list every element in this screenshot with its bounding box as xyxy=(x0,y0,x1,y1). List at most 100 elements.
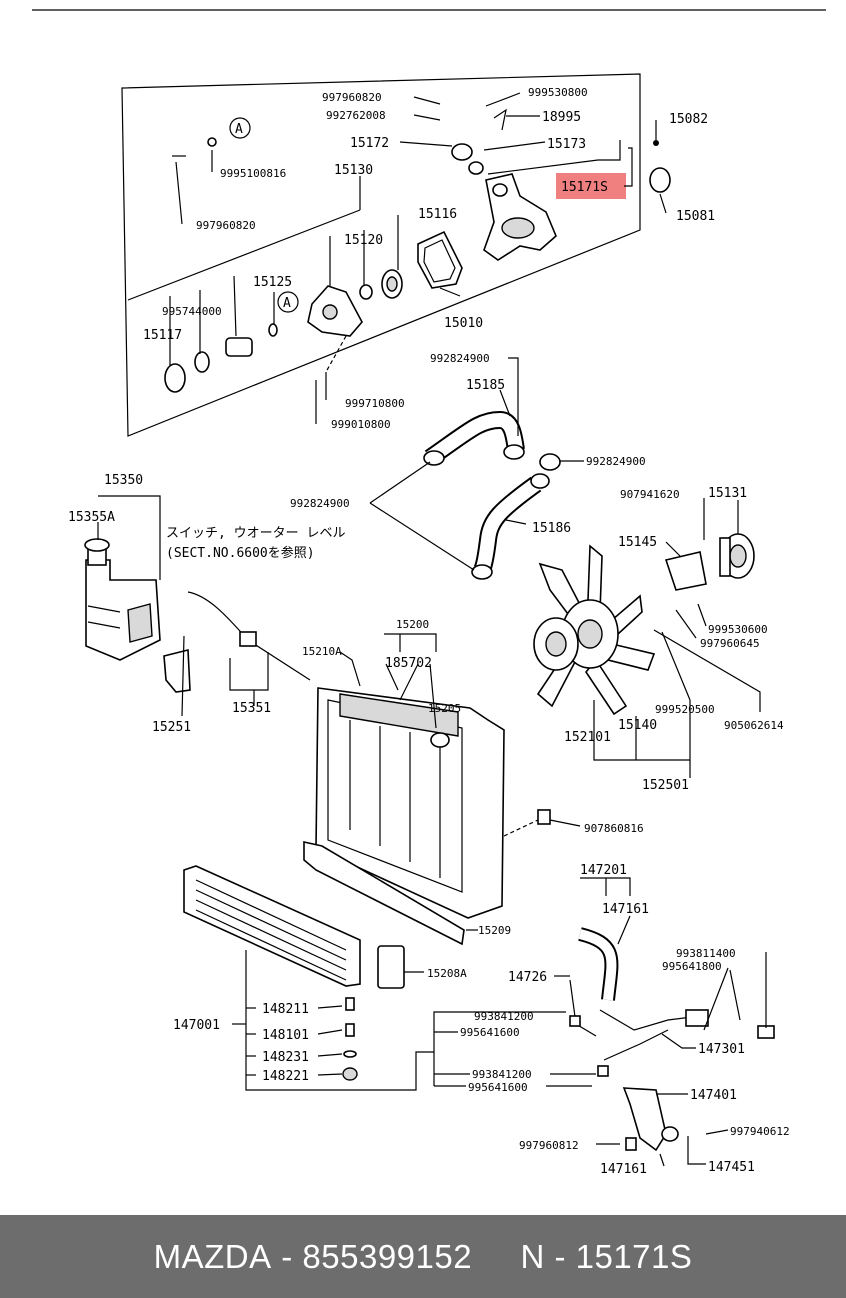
hose-leader-lines xyxy=(369,357,584,571)
pipe-leader-lines xyxy=(554,877,767,1167)
label-993841200-b: 993841200 xyxy=(472,1068,532,1081)
label-147161-a: 147161 xyxy=(602,902,649,917)
label-999520500: 999520500 xyxy=(655,703,715,716)
label-997960820-a: 997960820 xyxy=(322,91,382,104)
label-993841200-a: 993841200 xyxy=(474,1010,534,1023)
label-148211: 148211 xyxy=(262,1002,309,1017)
idler-bracket[interactable] xyxy=(664,551,707,591)
jp-note-line2: (SECT.NO.6600を参照) xyxy=(166,545,315,561)
circle-a-1-text: A xyxy=(235,122,243,137)
parts-diagram: 997960820 999530800 992762008 18995 1508… xyxy=(32,9,826,1177)
upper-leader-lines xyxy=(127,92,667,424)
label-15082: 15082 xyxy=(669,112,708,127)
label-152501: 152501 xyxy=(642,778,689,793)
reservoir-bracket[interactable] xyxy=(163,648,191,693)
reservoir-leader-lines xyxy=(97,495,269,717)
pipe-bracket[interactable] xyxy=(622,1087,679,1152)
fan-leader-lines xyxy=(593,498,761,778)
bolt-15082[interactable] xyxy=(653,140,659,146)
pump-plug[interactable] xyxy=(268,323,278,337)
radiator-cushion[interactable] xyxy=(377,945,405,989)
cooler-fittings[interactable] xyxy=(342,997,358,1081)
label-15200: 15200 xyxy=(396,618,429,631)
label-15185: 15185 xyxy=(466,378,505,393)
label-147161-b: 147161 xyxy=(600,1162,647,1177)
label-147001: 147001 xyxy=(173,1018,220,1033)
jp-note-line1: スイッチ, ウオーター レベル xyxy=(166,526,345,541)
label-147301: 147301 xyxy=(698,1042,745,1057)
label-9995100816: 9995100816 xyxy=(220,167,286,180)
gasket-15081[interactable] xyxy=(649,167,671,193)
label-992824900-b: 992824900 xyxy=(586,455,646,468)
label-999010800: 999010800 xyxy=(331,418,391,431)
water-pump-group-frame xyxy=(121,73,641,437)
label-18995: 18995 xyxy=(542,110,581,125)
label-995641800: 995641800 xyxy=(662,960,722,973)
label-15350: 15350 xyxy=(104,473,143,488)
label-15130: 15130 xyxy=(334,163,373,178)
label-997960820-b: 997960820 xyxy=(196,219,256,232)
label-15186: 15186 xyxy=(532,521,571,536)
label-15171s: 15171S xyxy=(561,180,608,195)
thermostat[interactable] xyxy=(451,143,484,175)
drain-plug[interactable] xyxy=(537,809,551,825)
label-147451: 147451 xyxy=(708,1160,755,1175)
label-15120: 15120 xyxy=(344,233,383,248)
label-15351: 15351 xyxy=(232,701,271,716)
thermostat-housing[interactable] xyxy=(483,173,557,261)
label-15209: 15209 xyxy=(478,924,511,937)
reservoir-tank[interactable] xyxy=(84,538,161,661)
footer-brand: MAZDA xyxy=(153,1237,272,1275)
label-147401: 147401 xyxy=(690,1088,737,1103)
label-15172: 15172 xyxy=(350,136,389,151)
upper-radiator-hose[interactable] xyxy=(423,410,525,466)
label-15081: 15081 xyxy=(676,209,715,224)
level-switch[interactable] xyxy=(239,631,257,647)
label-995744000: 995744000 xyxy=(162,305,222,318)
fan-pulley[interactable] xyxy=(719,533,755,579)
highlight-15171s xyxy=(556,173,626,199)
label-15125: 15125 xyxy=(253,275,292,290)
label-148221: 148221 xyxy=(262,1069,309,1084)
label-907941620: 907941620 xyxy=(620,488,680,501)
pump-pulley[interactable] xyxy=(381,269,403,299)
label-15010: 15010 xyxy=(444,316,483,331)
label-992824900-c: 992824900 xyxy=(290,497,350,510)
radiator-leader-lines xyxy=(339,633,581,973)
label-999710800: 999710800 xyxy=(345,397,405,410)
label-147201: 147201 xyxy=(580,863,627,878)
small-bracket[interactable] xyxy=(493,108,507,131)
label-992762008: 992762008 xyxy=(326,109,386,122)
label-999530600: 999530600 xyxy=(708,623,768,636)
label-15131: 15131 xyxy=(708,486,747,501)
label-995641600-a: 995641600 xyxy=(460,1026,520,1039)
pump-hub[interactable] xyxy=(164,363,186,393)
label-905062614: 905062614 xyxy=(724,719,784,732)
water-pump-gasket[interactable] xyxy=(417,230,463,289)
label-185702: 185702 xyxy=(385,656,432,671)
label-14726: 14726 xyxy=(508,970,547,985)
label-15355a: 15355A xyxy=(68,510,115,525)
pump-ring[interactable] xyxy=(194,351,210,373)
label-15173: 15173 xyxy=(547,137,586,152)
label-907860816: 907860816 xyxy=(584,822,644,835)
circle-a-2-text: A xyxy=(283,296,291,311)
label-992824900-a: 992824900 xyxy=(430,352,490,365)
pump-bearing[interactable] xyxy=(225,337,253,357)
label-15116: 15116 xyxy=(418,207,457,222)
oil-cooler[interactable] xyxy=(183,865,361,987)
label-15251: 15251 xyxy=(152,720,191,735)
circle-a-2 xyxy=(277,291,299,313)
label-993811400: 993811400 xyxy=(676,947,736,960)
washer-small[interactable] xyxy=(207,137,217,147)
pump-seal[interactable] xyxy=(359,284,373,300)
footer-sep-1: - xyxy=(271,1237,303,1275)
lower-radiator-hose[interactable] xyxy=(471,453,561,580)
label-15145: 15145 xyxy=(618,535,657,550)
label-997940612: 997940612 xyxy=(730,1125,790,1138)
label-995641600-b: 995641600 xyxy=(468,1081,528,1094)
fan-clutch[interactable] xyxy=(533,617,579,671)
water-pump-body[interactable] xyxy=(307,285,363,337)
footer-code: N - 15171S xyxy=(520,1237,693,1275)
radiator-shroud-lower[interactable] xyxy=(303,841,465,946)
